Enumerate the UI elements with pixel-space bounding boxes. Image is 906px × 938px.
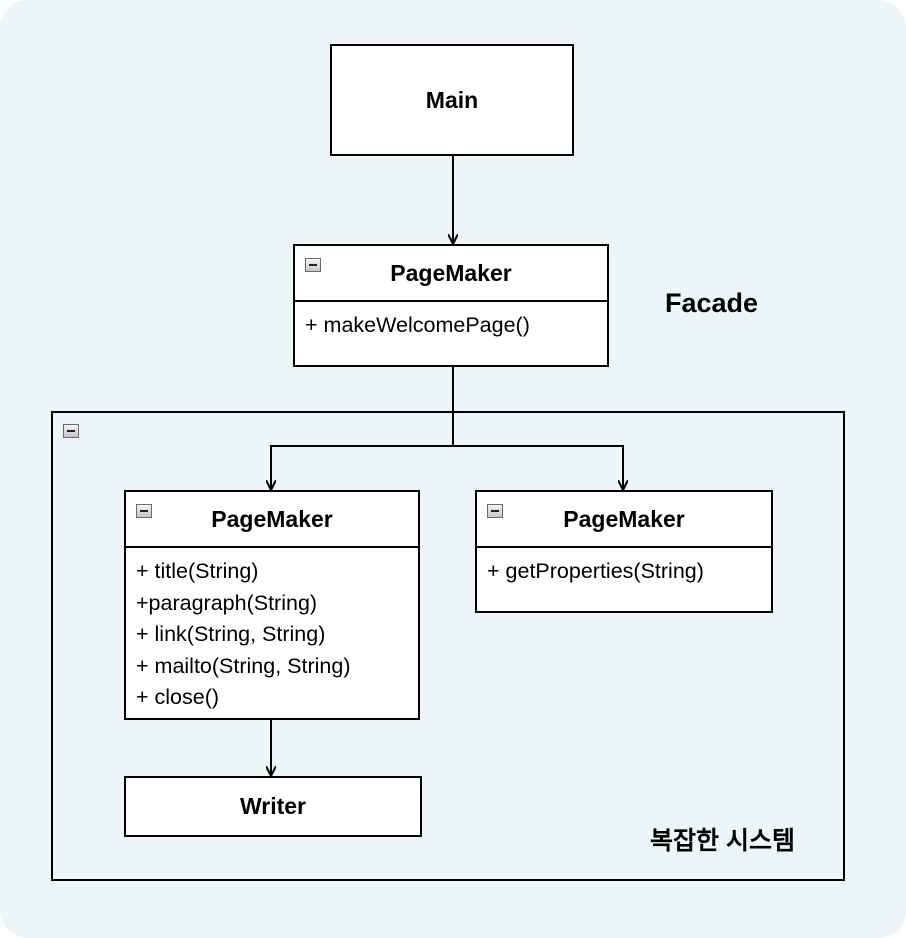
html-writer-method: + close() [136,685,220,709]
collapse-icon[interactable] [487,504,503,518]
database-class-name: PageMaker [563,505,685,532]
main-box[interactable]: Main [330,44,574,156]
html-writer-method: +paragraph(String) [136,590,318,615]
html-writer-method: + mailto(String, String) [136,653,351,678]
facade-class-header: PageMaker [295,246,607,302]
subsystem-label: 복잡한 시스템 [650,827,795,855]
facade-class-box[interactable]: PageMaker + makeWelcomePage() [293,244,609,367]
database-class-box[interactable]: PageMaker + getProperties(String) [475,490,773,613]
html-writer-method: + link(String, String) [136,622,326,646]
main-label: Main [425,86,479,113]
html-writer-class-methods: + title(String) +paragraph(String) + lin… [126,548,418,714]
database-class-methods: + getProperties(String) [477,548,771,588]
facade-class-methods: + makeWelcomePage() [295,302,607,342]
html-writer-class-box[interactable]: PageMaker + title(String) +paragraph(Str… [124,490,420,720]
html-writer-class-name: PageMaker [211,505,333,532]
database-method: + getProperties(String) [487,559,704,583]
writer-label: Writer [239,793,307,819]
collapse-icon[interactable] [136,504,152,518]
facade-class-name: PageMaker [390,259,512,286]
facade-label: Facade [665,288,759,318]
html-writer-method: + title(String) [136,559,259,583]
writer-box[interactable]: Writer [124,776,422,837]
html-writer-class-header: PageMaker [126,492,418,548]
facade-method: + makeWelcomePage() [305,313,530,337]
subsystem-frame [51,411,845,881]
collapse-icon[interactable] [305,258,321,272]
database-class-header: PageMaker [477,492,771,548]
collapse-icon[interactable] [63,424,79,438]
